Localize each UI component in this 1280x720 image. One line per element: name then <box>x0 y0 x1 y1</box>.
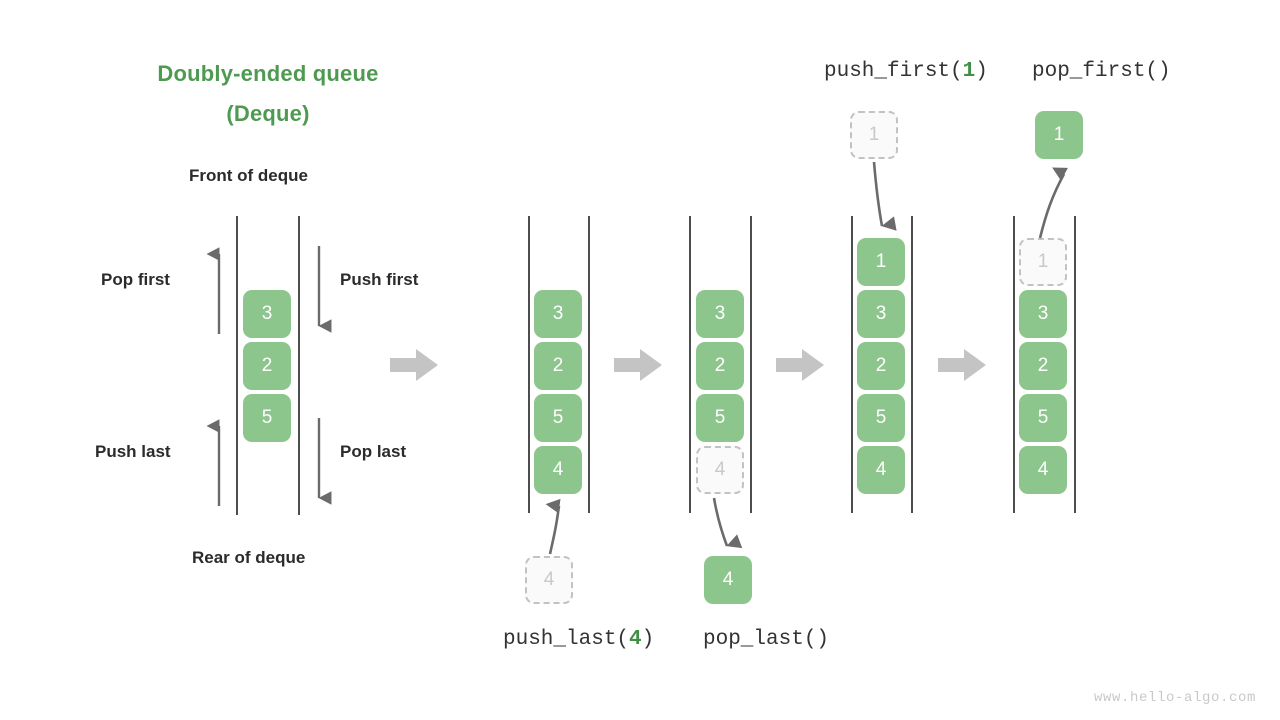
rail-left-panel-3 <box>689 216 691 513</box>
panel-3-floating-cell: 4 <box>704 556 752 604</box>
rail-right-panel-3 <box>750 216 752 513</box>
title-line-2: (Deque) <box>226 101 310 126</box>
push-first-flow-arrow-icon <box>872 161 897 231</box>
op-label-pop-last: pop_last() <box>703 628 830 651</box>
flow-arrow-3-icon <box>776 349 824 381</box>
title-line-1: Doubly-ended queue <box>157 61 379 86</box>
label-push-first: Push first <box>340 270 419 289</box>
flow-arrow-4-icon <box>938 349 986 381</box>
panel-2-cell-3: 4 <box>534 446 582 494</box>
panel-5-cell-0: 1 <box>1019 238 1067 286</box>
legend-cell-1: 2 <box>243 342 291 390</box>
push-last-arrow-icon <box>206 419 221 506</box>
label-rear-of-deque: Rear of deque <box>192 548 306 567</box>
rail-right-legend <box>298 216 300 515</box>
page-title: Doubly-ended queue (Deque) <box>80 54 456 134</box>
push-first-arrow-icon <box>317 246 332 333</box>
panel-3-cell-0: 3 <box>696 290 744 338</box>
op-push-first-arg: 1 <box>962 60 976 83</box>
panel-4-cell-0: 1 <box>857 238 905 286</box>
push-last-flow-arrow-icon <box>545 498 561 555</box>
watermark: www.hello-algo.com <box>1093 690 1256 706</box>
op-push-last-close: ) <box>641 628 655 651</box>
panel-2-cell-2: 5 <box>534 394 582 442</box>
panel-3-cell-3: 4 <box>696 446 744 494</box>
legend-cell-0: 3 <box>243 290 291 338</box>
flow-arrow-1-icon <box>390 349 438 381</box>
panel-2-cell-1: 2 <box>534 342 582 390</box>
panel-5-cell-4: 4 <box>1019 446 1067 494</box>
panel-4-cell-2: 2 <box>857 342 905 390</box>
op-push-last-name: push_last( <box>503 628 630 651</box>
op-label-push-first: push_first(1) <box>824 60 988 83</box>
rail-left-legend <box>236 216 238 515</box>
panel-4-cell-1: 3 <box>857 290 905 338</box>
label-push-last: Push last <box>95 442 171 461</box>
pop-last-flow-arrow-icon <box>712 497 743 549</box>
rail-right-panel-5 <box>1074 216 1076 513</box>
panel-4-cell-4: 4 <box>857 446 905 494</box>
pop-first-flow-arrow-icon <box>1038 167 1068 239</box>
rail-right-panel-4 <box>911 216 913 513</box>
label-front-of-deque: Front of deque <box>189 166 308 185</box>
label-pop-first: Pop first <box>101 270 170 289</box>
rail-right-panel-2 <box>588 216 590 513</box>
panel-3-cell-1: 2 <box>696 342 744 390</box>
rail-left-panel-4 <box>851 216 853 513</box>
flow-arrow-2-icon <box>614 349 662 381</box>
op-push-last-arg: 4 <box>629 628 642 651</box>
panel-5-cell-2: 2 <box>1019 342 1067 390</box>
panel-3-cell-2: 5 <box>696 394 744 442</box>
panel-4-floating-cell: 1 <box>850 111 898 159</box>
pop-first-arrow-icon <box>206 247 221 334</box>
panel-2-cell-0: 3 <box>534 290 582 338</box>
label-pop-last: Pop last <box>340 442 407 461</box>
rail-left-panel-2 <box>528 216 530 513</box>
legend-cell-2: 5 <box>243 394 291 442</box>
panel-4-cell-3: 5 <box>857 394 905 442</box>
op-label-pop-first: pop_first() <box>1032 60 1171 83</box>
op-push-first-close: ) <box>975 60 988 83</box>
panel-5-cell-1: 3 <box>1019 290 1067 338</box>
pop-last-arrow-icon <box>317 418 332 505</box>
panel-5-floating-cell: 1 <box>1035 111 1083 159</box>
rail-left-panel-5 <box>1013 216 1015 513</box>
op-push-first-name: push_first( <box>824 60 963 83</box>
panel-2-floating-cell: 4 <box>525 556 573 604</box>
op-label-push-last: push_last(4) <box>503 628 654 651</box>
panel-5-cell-3: 5 <box>1019 394 1067 442</box>
